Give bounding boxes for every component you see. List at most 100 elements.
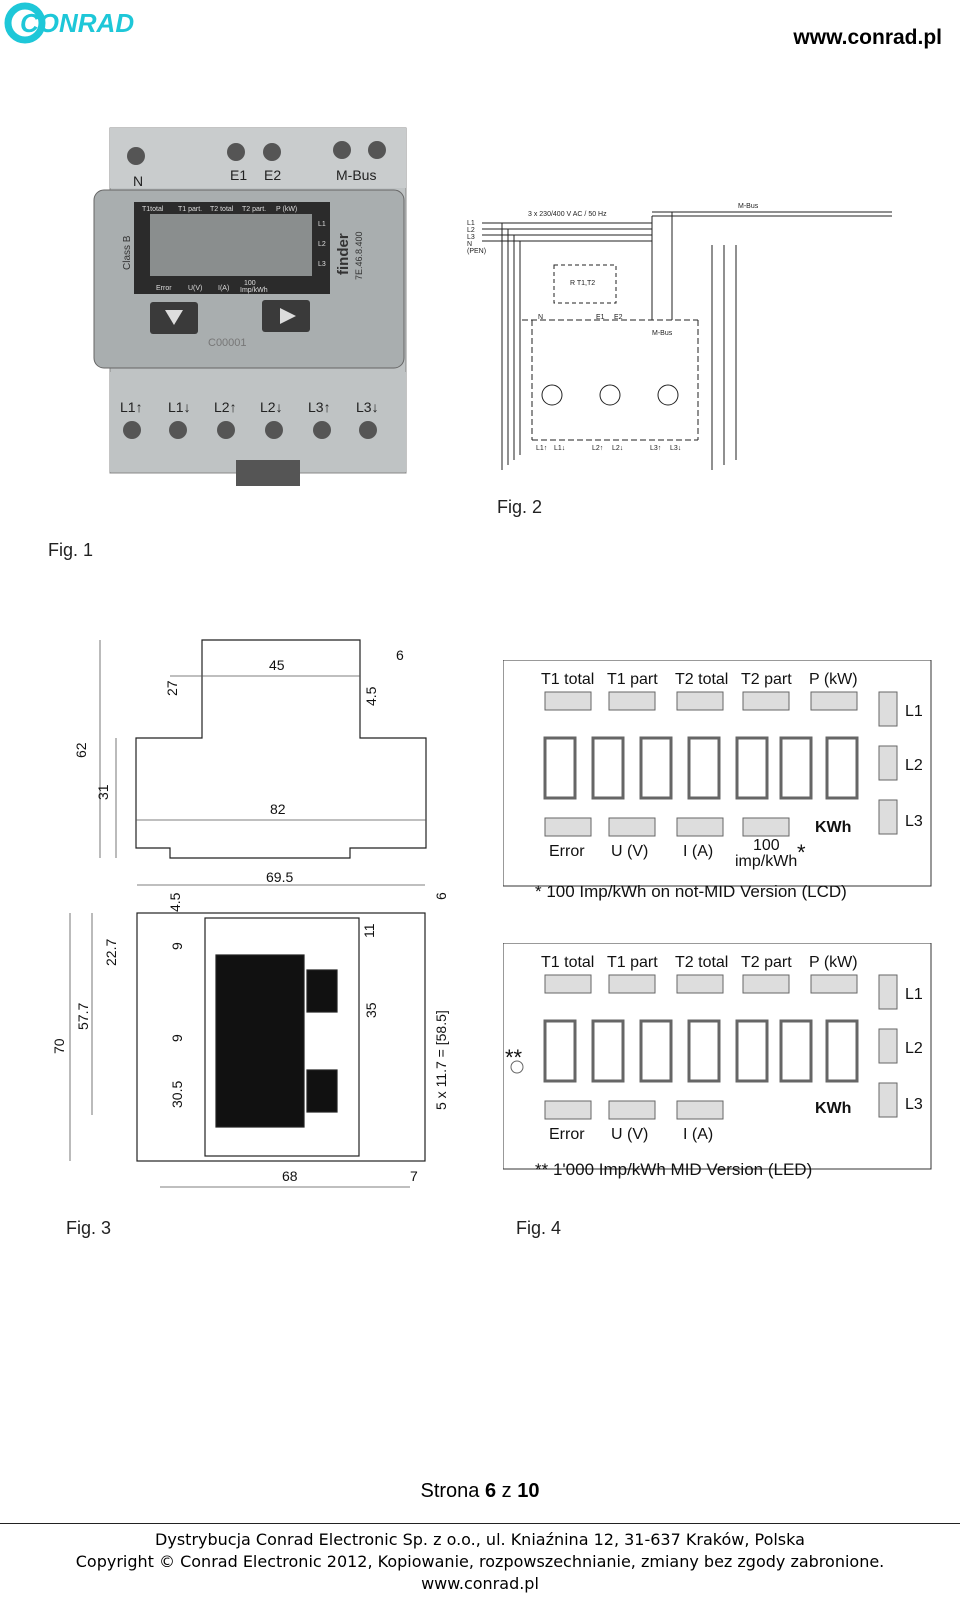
footer-copyright: Copyright © Conrad Electronic 2012, Kopi…: [75, 1552, 885, 1571]
svg-text:30.5: 30.5: [169, 1081, 185, 1108]
svg-text:L2↑: L2↑: [592, 445, 603, 452]
svg-text:62: 62: [73, 742, 89, 758]
svg-text:7: 7: [410, 1168, 418, 1184]
svg-text:I (A): I (A): [683, 1126, 713, 1143]
svg-text:M-Bus: M-Bus: [652, 330, 673, 337]
svg-text:E2: E2: [614, 314, 623, 321]
svg-text:T2 part: T2 part: [741, 954, 792, 971]
lcd-label: T1 part.: [178, 206, 202, 213]
terminal-label: L3↓: [356, 399, 379, 415]
svg-text:22.7: 22.7: [103, 939, 119, 966]
terminal-label: L1↓: [168, 399, 191, 415]
svg-text:T2 part: T2 part: [741, 671, 792, 688]
lcd-side: L1: [318, 221, 326, 228]
svg-text:T2 total: T2 total: [675, 671, 728, 688]
lcd-note: * 100 Imp/kWh on not-MID Version (LCD): [535, 882, 847, 901]
svg-text:imp/kWh: imp/kWh: [735, 853, 797, 870]
serial-label: C00001: [208, 337, 247, 349]
terminal-label: L1↑: [120, 399, 143, 415]
terminal-label: L2↓: [260, 399, 283, 415]
svg-text:Error: Error: [549, 843, 585, 860]
svg-text:11: 11: [361, 923, 377, 938]
svg-text:L3: L3: [905, 813, 923, 830]
lcd-label: P (kW): [276, 206, 297, 213]
lcd-label: Imp/kWh: [240, 287, 268, 294]
figure-1-device-photo: N E1 E2 M-Bus T1total T1 part. T2 total …: [93, 127, 407, 486]
svg-text:45: 45: [269, 657, 285, 673]
svg-text:L1: L1: [467, 220, 475, 227]
svg-text:L2: L2: [467, 227, 475, 234]
svg-text:P (kW): P (kW): [809, 954, 858, 971]
lcd-label: T1total: [142, 206, 164, 213]
figure-4-caption: Fig. 4: [516, 1218, 562, 1238]
lcd-label: U(V): [188, 285, 202, 292]
svg-text:T1 part: T1 part: [607, 671, 658, 688]
svg-text:69.5: 69.5: [266, 869, 293, 885]
svg-text:L3↑: L3↑: [650, 445, 661, 452]
svg-text:P (kW): P (kW): [809, 671, 858, 688]
svg-text:31: 31: [95, 784, 111, 800]
supply-label: 3 x 230/400 V AC / 50 Hz: [528, 211, 607, 218]
svg-text:I (A): I (A): [683, 843, 713, 860]
brand-label: finder: [335, 233, 352, 275]
lcd-label: I(A): [218, 285, 229, 292]
figure-3-caption: Fig. 3: [66, 1218, 112, 1238]
svg-text:KWh: KWh: [815, 819, 851, 836]
svg-text:KWh: KWh: [815, 1100, 851, 1117]
conrad-logo: CONRAD: [4, 2, 134, 44]
figure-1-caption: Fig. 1: [48, 540, 94, 560]
lcd-side: L3: [318, 261, 326, 268]
terminal-label: L3↑: [308, 399, 331, 415]
svg-text:4.5: 4.5: [167, 892, 183, 912]
lcd-label: T2 part.: [242, 206, 266, 213]
svg-text:5 x 11.7 = [58.5]: 5 x 11.7 = [58.5]: [433, 1010, 449, 1110]
lcd-label: 100: [244, 280, 256, 287]
terminal-label: L2↑: [214, 399, 237, 415]
terminal-n: N: [133, 173, 143, 189]
svg-text:U (V): U (V): [611, 1126, 648, 1143]
svg-text:*: *: [797, 840, 806, 865]
svg-text:T1 total: T1 total: [541, 954, 594, 971]
terminal-e1: E1: [230, 167, 247, 183]
svg-text:T2 total: T2 total: [675, 954, 728, 971]
footer-url[interactable]: www.conrad.pl: [421, 1574, 539, 1593]
svg-text:**: **: [505, 1045, 523, 1070]
led-indicator: [510, 1060, 524, 1074]
svg-text:35: 35: [363, 1002, 379, 1018]
svg-text:9: 9: [169, 1034, 185, 1042]
svg-text:L1↓: L1↓: [554, 445, 565, 452]
svg-text:4.5: 4.5: [363, 686, 379, 706]
svg-text:L3: L3: [467, 234, 475, 241]
lcd-label: T2 total: [210, 206, 234, 213]
lcd-label: Error: [156, 285, 172, 292]
figure-2-caption: Fig. 2: [497, 497, 543, 517]
down-arrow-icon: [165, 310, 183, 325]
svg-text:R T1,T2: R T1,T2: [570, 280, 595, 287]
svg-text:Error: Error: [549, 1126, 585, 1143]
svg-text:T1 part: T1 part: [607, 954, 658, 971]
svg-text:27: 27: [164, 680, 180, 696]
terminal-mbus: M-Bus: [336, 167, 376, 183]
svg-text:L1: L1: [905, 703, 923, 720]
right-arrow-icon: [280, 308, 296, 324]
logo-text: CONRAD: [20, 8, 134, 38]
header-url[interactable]: www.conrad.pl: [793, 26, 942, 49]
lcd-side: L2: [318, 241, 326, 248]
figure-3-dimension-drawing: 45 6 27 4.5 62 31 82 69.5 6 4.5 22.7 9 5…: [51, 639, 449, 1188]
footer-address: Dystrybucja Conrad Electronic Sp. z o.o.…: [155, 1530, 805, 1549]
svg-text:100: 100: [753, 837, 780, 854]
svg-text:E1: E1: [596, 314, 605, 321]
svg-text:M-Bus: M-Bus: [738, 203, 759, 210]
svg-text:9: 9: [169, 942, 185, 950]
svg-text:U (V): U (V): [611, 843, 648, 860]
svg-text:L2↓: L2↓: [612, 445, 623, 452]
terminal-e2: E2: [264, 167, 281, 183]
figure-4-lcd-display: T1 total T1 part T2 total T2 part P (kW)…: [503, 660, 932, 887]
svg-text:T1 total: T1 total: [541, 671, 594, 688]
svg-text:6: 6: [433, 892, 449, 900]
svg-text:L3: L3: [905, 1096, 923, 1113]
model-label: 7E.46.8.400: [354, 231, 364, 280]
svg-text:N: N: [467, 241, 472, 248]
svg-text:57.7: 57.7: [75, 1003, 91, 1030]
figure-4-led-display: T1 total T1 part T2 total T2 part P (kW)…: [503, 943, 932, 1170]
